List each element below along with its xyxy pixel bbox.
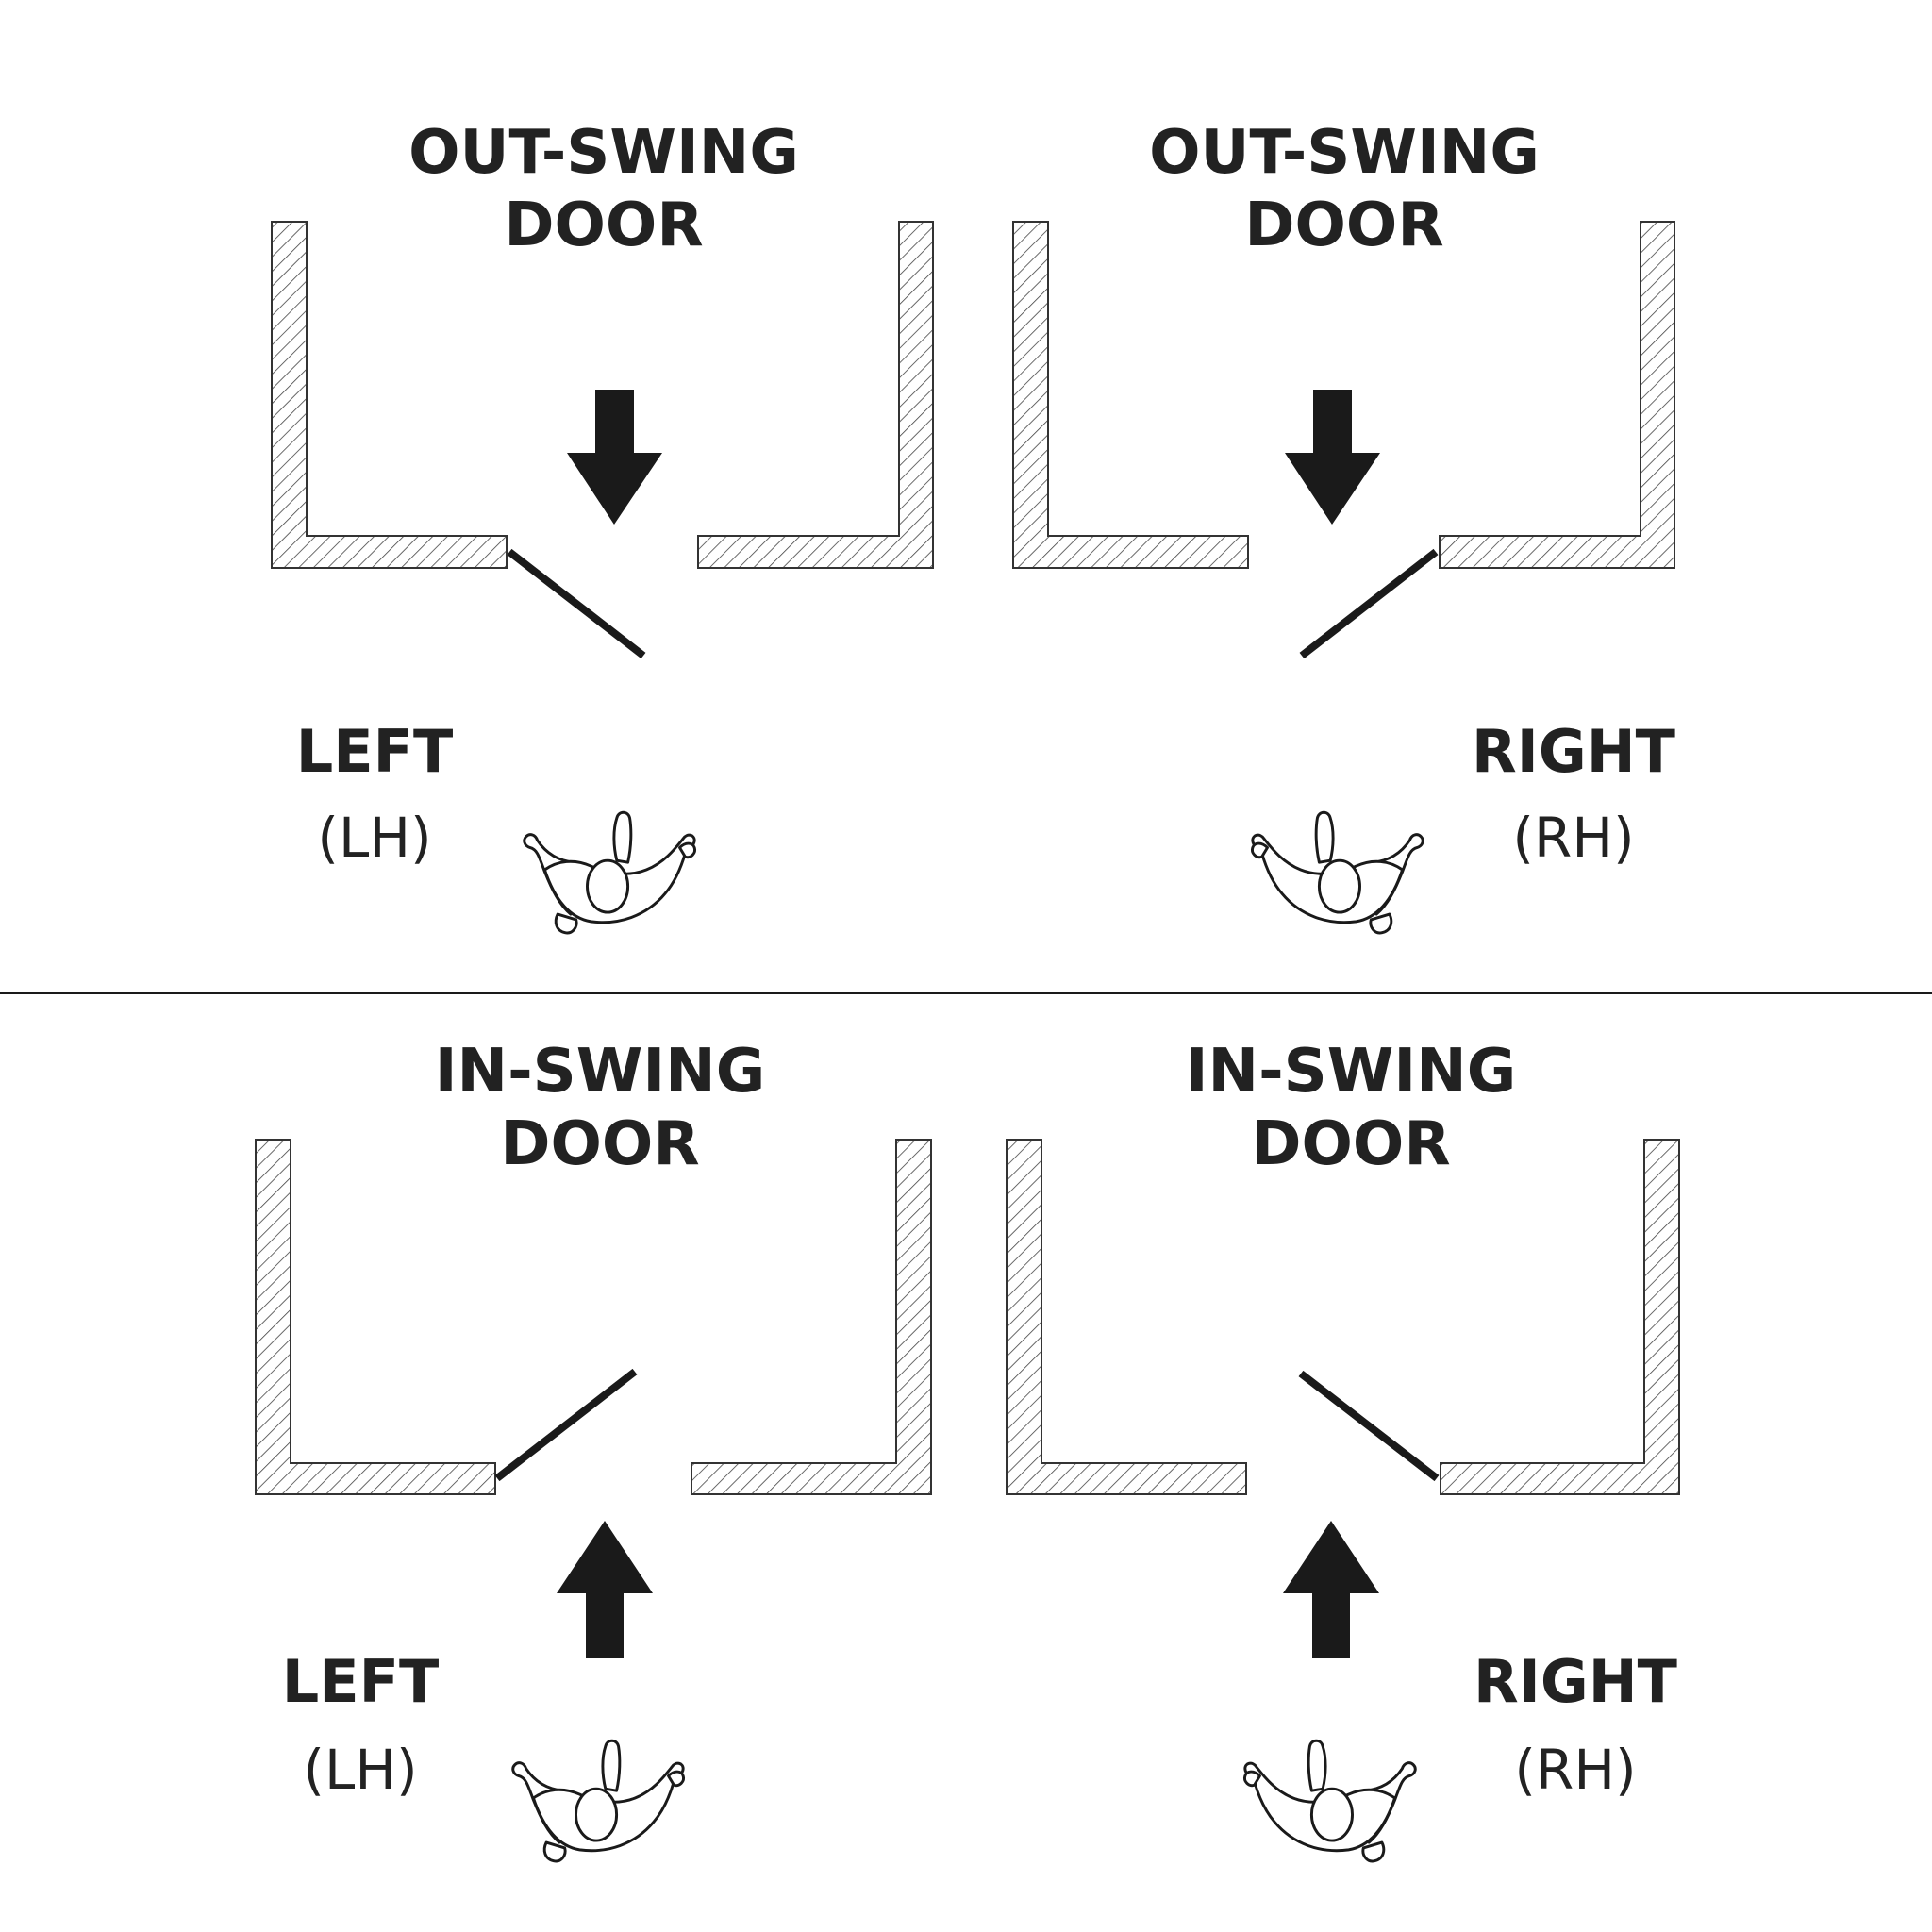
panel-in-swing-left: IN-SWING DOOR LEFT (LH)	[255, 1037, 932, 1863]
door-leaf	[494, 1368, 638, 1482]
hand-label: LEFT	[296, 717, 454, 786]
panel-title-line1: IN-SWING	[435, 1037, 766, 1107]
panel-title-line1: IN-SWING	[1186, 1037, 1517, 1107]
hand-label: RIGHT	[1472, 717, 1675, 786]
down-arrow-icon	[1285, 390, 1380, 525]
up-arrow-icon	[557, 1521, 653, 1658]
panel-title-line1: OUT-SWING	[408, 118, 799, 188]
hand-abbreviation: (RH)	[1512, 806, 1634, 870]
person-icon	[523, 810, 697, 935]
person-icon	[1252, 812, 1423, 933]
wall-right	[1440, 1139, 1680, 1495]
up-arrow-icon	[1283, 1521, 1379, 1658]
door-leaf	[1299, 548, 1439, 659]
door-leaf	[1298, 1370, 1440, 1482]
panel-title-line2: DOOR	[1244, 191, 1443, 260]
panel-title-line2: DOOR	[504, 191, 703, 260]
panel-in-swing-right: IN-SWING DOOR RIGHT (RH)	[1006, 1037, 1680, 1861]
hand-label: RIGHT	[1474, 1647, 1677, 1716]
hand-label: LEFT	[282, 1647, 440, 1716]
wall-right	[1439, 221, 1675, 569]
wall-right	[691, 1139, 932, 1495]
down-arrow-icon	[567, 390, 662, 525]
door-leaf	[507, 548, 646, 659]
wall-left	[1006, 1139, 1247, 1495]
wall-left	[255, 1139, 496, 1495]
wall-right	[697, 221, 934, 569]
hand-abbreviation: (LH)	[303, 1738, 417, 1802]
wall-left	[271, 221, 508, 569]
panel-title-line2: DOOR	[1251, 1109, 1450, 1179]
person-icon	[511, 1739, 686, 1863]
panel-title-line2: DOOR	[500, 1109, 699, 1179]
person-icon	[1244, 1740, 1415, 1861]
hand-abbreviation: (RH)	[1514, 1738, 1636, 1802]
hand-abbreviation: (LH)	[317, 806, 431, 870]
panel-out-swing-left: OUT-SWING DOOR LEFT (LH)	[271, 118, 934, 935]
panel-out-swing-right: OUT-SWING DOOR RIGHT (RH)	[1012, 118, 1675, 933]
wall-left	[1012, 221, 1249, 569]
panel-title-line1: OUT-SWING	[1149, 118, 1540, 188]
